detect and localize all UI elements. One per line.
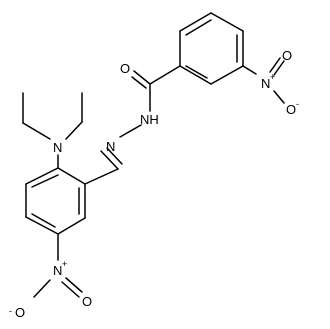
svg-text:O: O bbox=[82, 294, 92, 309]
svg-text:-: - bbox=[9, 306, 12, 316]
svg-text:-: - bbox=[296, 99, 299, 109]
diethylamino-group bbox=[22, 92, 83, 169]
carbonyl-group bbox=[131, 65, 181, 112]
atom-label-nitro-bottom-o-double: O bbox=[82, 294, 92, 309]
atom-label-nitro-top-o-single: O - bbox=[286, 99, 299, 117]
svg-text:N: N bbox=[53, 140, 62, 155]
atom-label-nitro-top-o-double: O bbox=[282, 48, 292, 63]
svg-text:O: O bbox=[282, 48, 292, 63]
svg-text:O: O bbox=[15, 305, 25, 320]
svg-text:N: N bbox=[261, 76, 270, 91]
svg-text:N: N bbox=[53, 263, 62, 278]
svg-text:O: O bbox=[286, 102, 296, 117]
lower-nitro-group bbox=[33, 233, 83, 298]
svg-text:NH: NH bbox=[140, 112, 159, 127]
svg-text:N: N bbox=[106, 139, 115, 154]
nitrophenyl-ring bbox=[179, 12, 244, 85]
atom-label-amide-nh: NH bbox=[140, 112, 159, 127]
atom-label-hydrazone-n: N bbox=[106, 139, 115, 154]
atom-label-carbonyl-oxygen: O bbox=[120, 61, 130, 76]
hydrazone-linkage bbox=[100, 124, 142, 170]
atom-label-amine-n: N bbox=[53, 140, 62, 155]
svg-text:O: O bbox=[120, 61, 130, 76]
lower-ring bbox=[25, 167, 119, 235]
svg-text:+: + bbox=[62, 259, 67, 269]
upper-nitro-group bbox=[242, 57, 285, 104]
svg-text:+: + bbox=[270, 72, 275, 82]
atom-label-nitro-bottom-o-single: - O bbox=[9, 305, 25, 320]
atom-label-nitro-bottom-n: N + bbox=[53, 259, 67, 278]
atom-label-nitro-top-n: N + bbox=[261, 72, 275, 91]
